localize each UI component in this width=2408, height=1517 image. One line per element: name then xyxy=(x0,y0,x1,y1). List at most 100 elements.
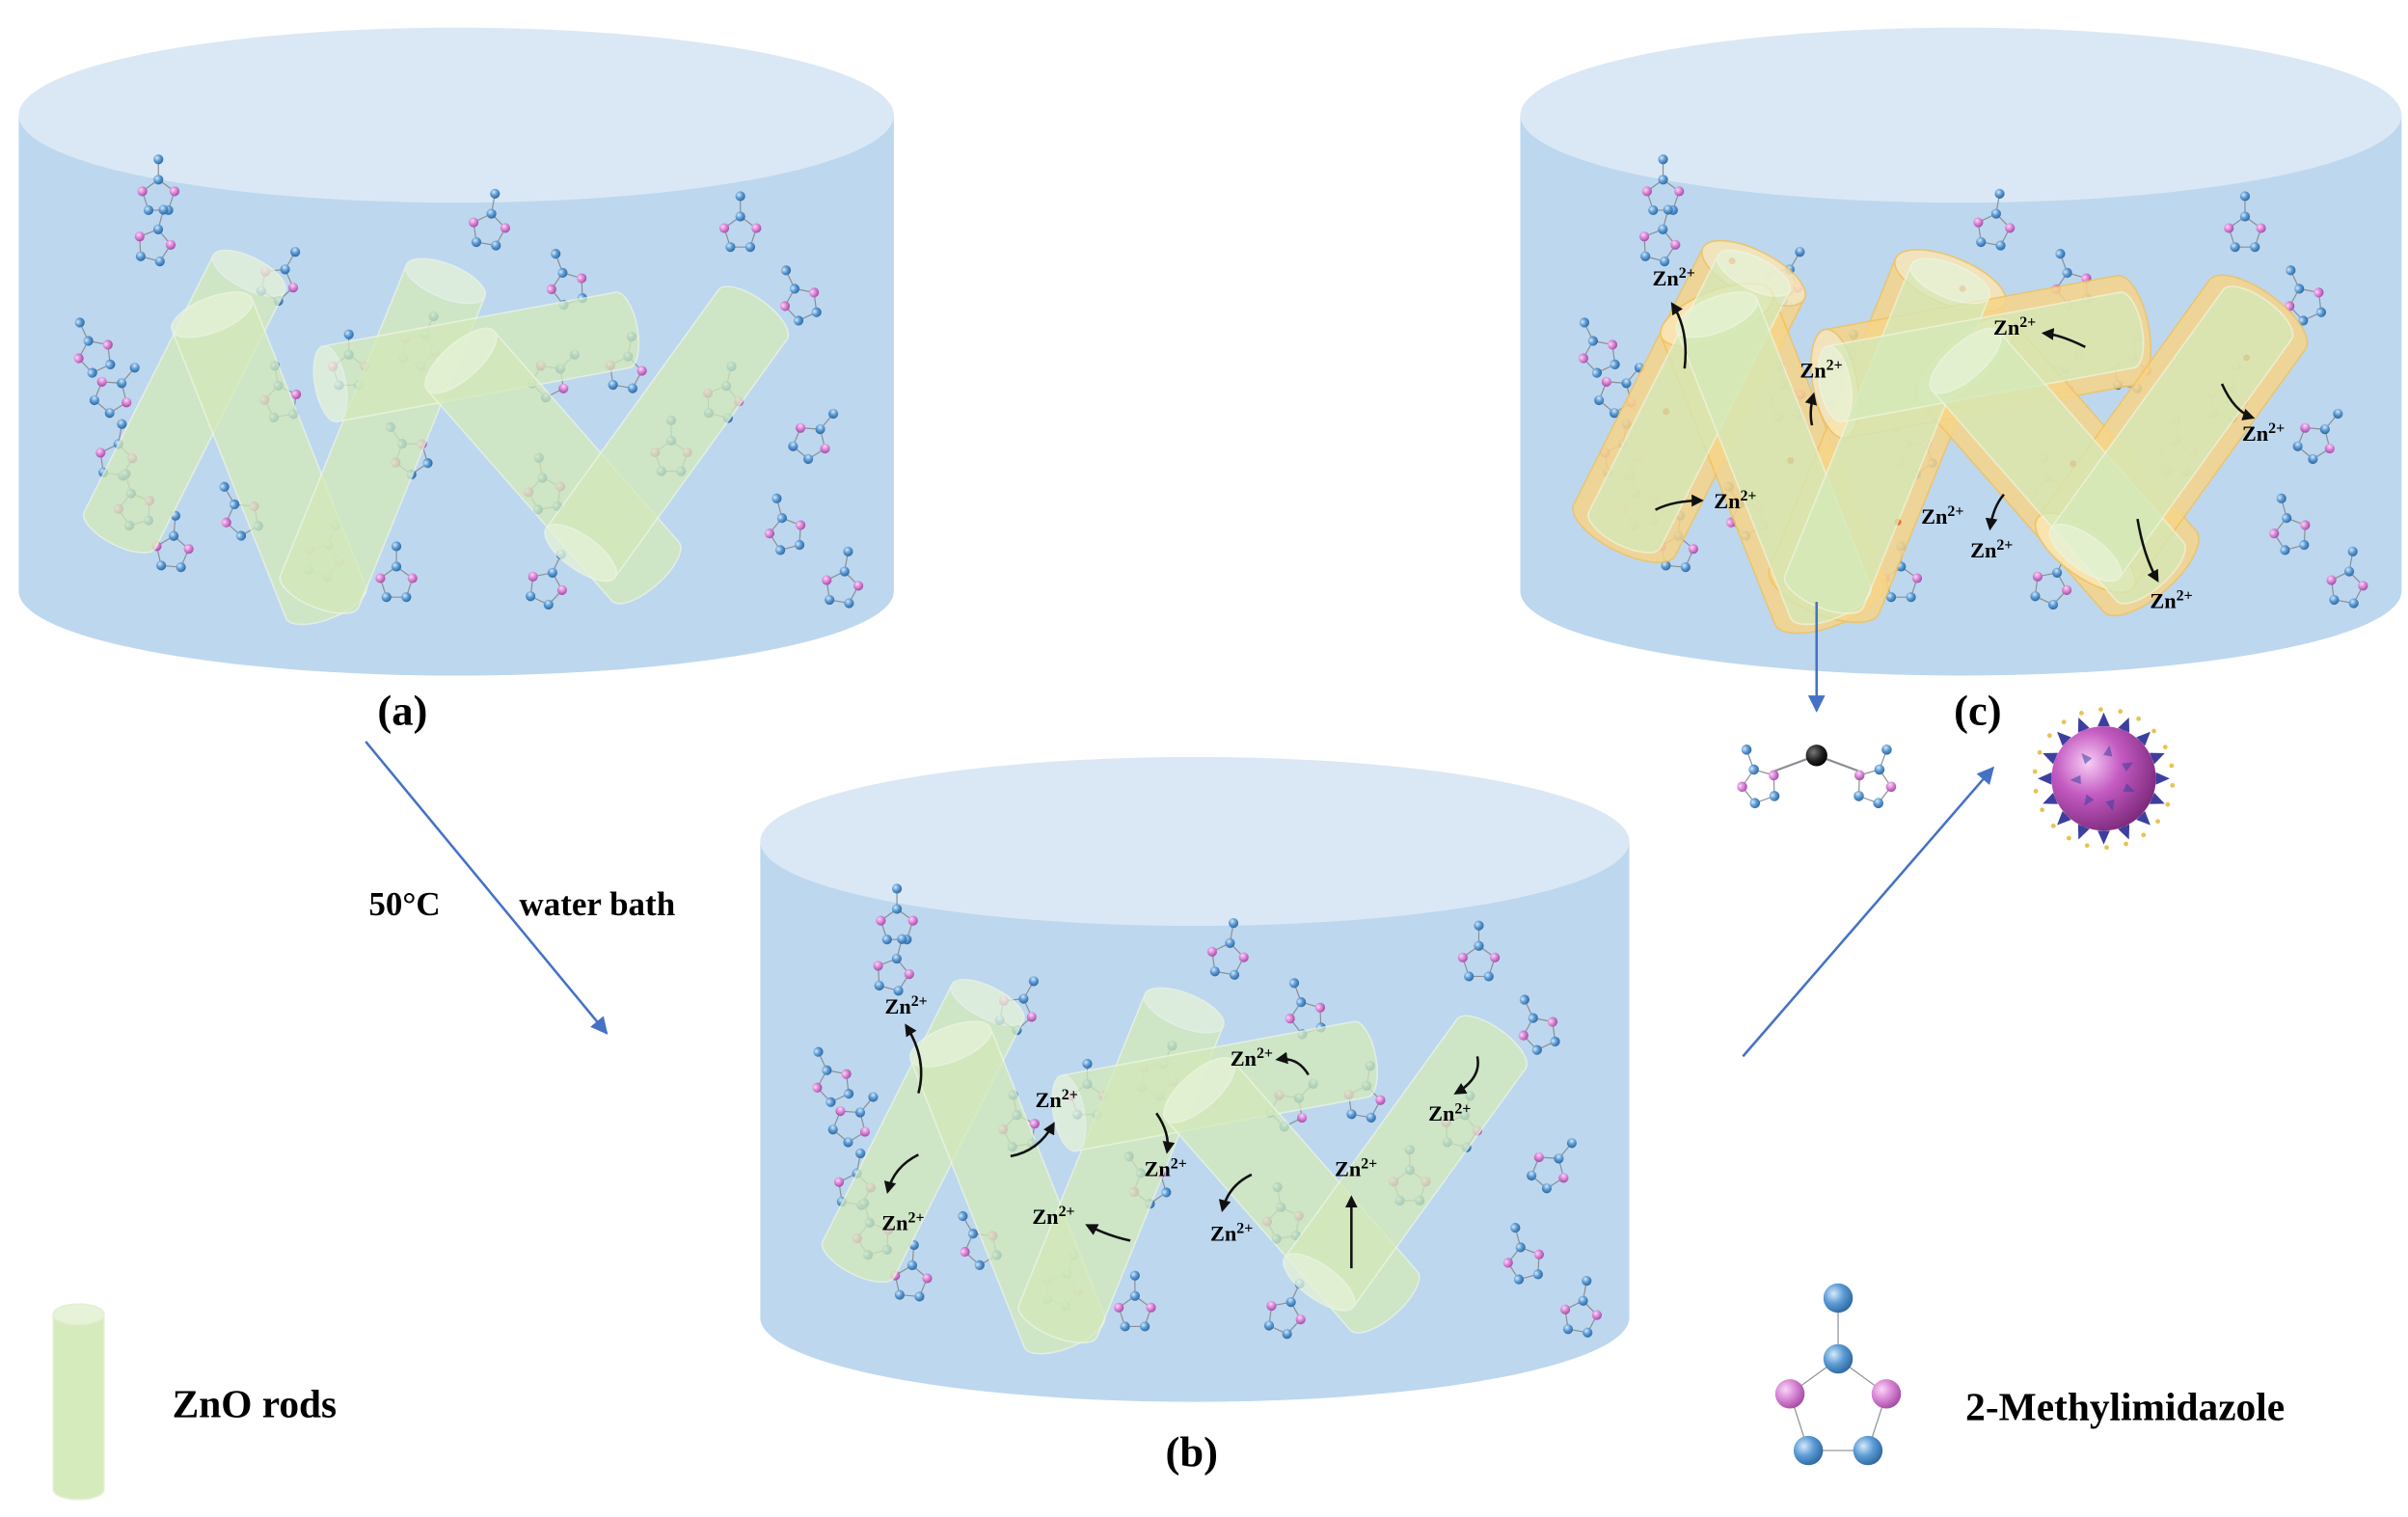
zn-tetrahedron xyxy=(2083,794,2095,806)
blue-ring-atom xyxy=(776,513,787,524)
ion-release-arrow xyxy=(2136,518,2159,583)
pink-ring-atom xyxy=(1295,1314,1306,1325)
linker-dot xyxy=(2050,824,2056,828)
methyl-atom xyxy=(219,481,230,492)
pink-ring-atom xyxy=(904,968,914,980)
blue-ring-atom xyxy=(2048,599,2059,610)
rod-end-cap xyxy=(909,1020,992,1068)
methylimidazole-molecule xyxy=(1527,1138,1577,1194)
methyl-atom xyxy=(490,188,501,199)
methyl-atom xyxy=(1028,976,1040,987)
methylimidazole-molecule xyxy=(1578,317,1620,378)
pink-ring-atom xyxy=(1296,1112,1308,1124)
blue-ring-atom xyxy=(974,1260,985,1270)
methylimidazole-molecule xyxy=(764,493,806,555)
pink-ring-atom xyxy=(73,353,84,364)
methyl-atom xyxy=(1519,994,1529,1005)
zn-ion-label: Zn2+ xyxy=(1653,265,1695,290)
zn-tetrahedron xyxy=(2136,731,2151,746)
pink-ring-atom xyxy=(2300,422,2311,433)
zn-ion-label: Zn2+ xyxy=(1335,1156,1377,1181)
linker-dot xyxy=(2136,716,2141,721)
blue-ring-atom xyxy=(827,1124,838,1135)
methylimidazole-molecule xyxy=(1737,744,1780,809)
blue-ring-atom xyxy=(815,424,825,435)
methyl-atom xyxy=(897,934,907,944)
rod-end-cap xyxy=(424,327,498,394)
methylimidazole-molecule xyxy=(890,1239,933,1302)
pink-ring-atom xyxy=(2324,444,2335,454)
zn-ion-label: Zn2+ xyxy=(2242,420,2285,446)
blue-ring-atom xyxy=(2030,591,2041,602)
methyl-atom xyxy=(1579,317,1590,328)
pink-ring-atom xyxy=(1638,231,1650,242)
blue-ring-atom xyxy=(2319,424,2330,435)
zn-tetrahedron xyxy=(2105,799,2115,811)
methyl-atom xyxy=(1881,744,1892,755)
blue-ring-atom xyxy=(608,379,618,391)
ion-symbol: Zn xyxy=(1032,1205,1059,1229)
pink-ring-atom xyxy=(1853,770,1865,781)
pink-ring-atom xyxy=(134,231,145,242)
methyl-atom xyxy=(153,154,164,165)
zn-tetrahedron xyxy=(2102,745,2113,757)
zn-tetrahedron xyxy=(2118,717,2130,733)
pink-ring-atom xyxy=(1266,1301,1277,1312)
pink-ring-atom xyxy=(1558,1173,1569,1183)
linker-dot xyxy=(2098,707,2103,713)
blue-ring-atom xyxy=(152,224,164,234)
blue-ring-atom xyxy=(154,257,165,267)
blue-ring-atom xyxy=(117,378,127,389)
pink-ring-atom xyxy=(1457,952,1468,962)
blue-ring-atom xyxy=(914,1291,925,1302)
ion-release-arrow xyxy=(1218,1173,1253,1213)
beaker-top-surface xyxy=(1520,27,2402,203)
methyl-atom xyxy=(1474,920,1484,931)
methyl-atom xyxy=(290,247,301,257)
water-bath-label: water bath xyxy=(519,885,675,923)
pink-ring-atom xyxy=(812,1082,823,1093)
blue-ring-atom xyxy=(89,394,100,406)
zn-ion-label: Zn2+ xyxy=(1714,488,1756,513)
blue-ring-atom xyxy=(104,408,115,419)
zn-ion-label: Zn2+ xyxy=(1145,1156,1187,1181)
blue-ring-atom xyxy=(906,1260,918,1271)
methylimidazole-icon xyxy=(1774,1283,1902,1466)
linker-dot xyxy=(2169,763,2175,769)
pink-ring-atom xyxy=(922,1273,933,1284)
zif8-core xyxy=(2051,726,2156,831)
pink-ring-atom xyxy=(1029,1119,1040,1129)
blue-ring-atom xyxy=(793,315,804,326)
pink-ring-atom xyxy=(1737,781,1747,793)
pink-ring-atom xyxy=(1911,573,1923,583)
rod-end-cap xyxy=(1716,249,1791,297)
pink-ring-atom xyxy=(2269,528,2280,539)
methyl-atom xyxy=(1658,154,1668,165)
ion-charge: 2+ xyxy=(1826,358,1843,374)
beaker-top-surface xyxy=(18,27,894,203)
pink-ring-atom xyxy=(1885,781,1897,793)
linker-dot xyxy=(2084,843,2090,849)
pink-ring-atom xyxy=(907,915,918,926)
blue-ring-atom xyxy=(775,545,786,555)
blue-ring-atom xyxy=(725,242,736,253)
zno-rods-panel-c xyxy=(1587,249,2294,626)
ion-release-arrow xyxy=(1010,1122,1055,1158)
blue-ring-atom xyxy=(1527,1170,1537,1181)
pink-ring-atom xyxy=(1591,1310,1602,1320)
blue-ring-atom xyxy=(844,598,854,609)
blue-ring-atom xyxy=(1769,791,1780,801)
methylimidazole-molecule xyxy=(134,204,176,267)
ion-charge: 2+ xyxy=(2177,588,2193,605)
ion-charge: 2+ xyxy=(1059,1204,1075,1220)
zn-ion-label: Zn2+ xyxy=(1032,1204,1074,1229)
blue-ring-atom xyxy=(1874,764,1885,775)
blue-ring-atom xyxy=(2294,284,2305,294)
blue-ring-atom xyxy=(230,499,240,510)
ion-symbol: Zn xyxy=(2242,421,2269,446)
methylimidazole-molecule xyxy=(2326,546,2368,609)
methyl-atom xyxy=(843,546,853,556)
zn-tetrahedron xyxy=(2043,752,2058,765)
pink-ring-atom xyxy=(2326,575,2337,585)
